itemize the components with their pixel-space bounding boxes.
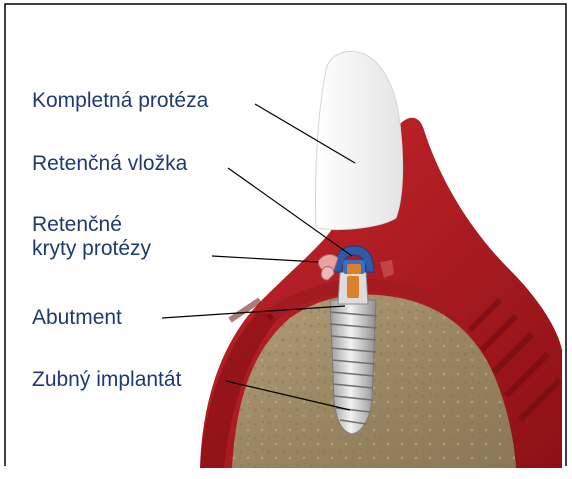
label-retencne-kryty: Retenčné kryty protézy xyxy=(32,213,151,261)
prosthesis-tooth xyxy=(315,51,402,229)
label-retencne-kryty-line2: kryty protézy xyxy=(32,237,151,261)
label-abutment: Abutment xyxy=(32,306,122,330)
label-retencna-vlozka: Retenčná vložka xyxy=(32,152,187,176)
implant-body xyxy=(330,300,376,434)
pointer-retencne-kryty xyxy=(212,256,318,262)
label-retencne-kryty-line1: Retenčné xyxy=(32,213,151,237)
abutment-core xyxy=(347,276,359,298)
label-zubny-implantat: Zubný implantát xyxy=(32,368,181,392)
label-kompletna-proteza: Kompletná protéza xyxy=(32,89,208,113)
insert-core xyxy=(347,264,361,274)
